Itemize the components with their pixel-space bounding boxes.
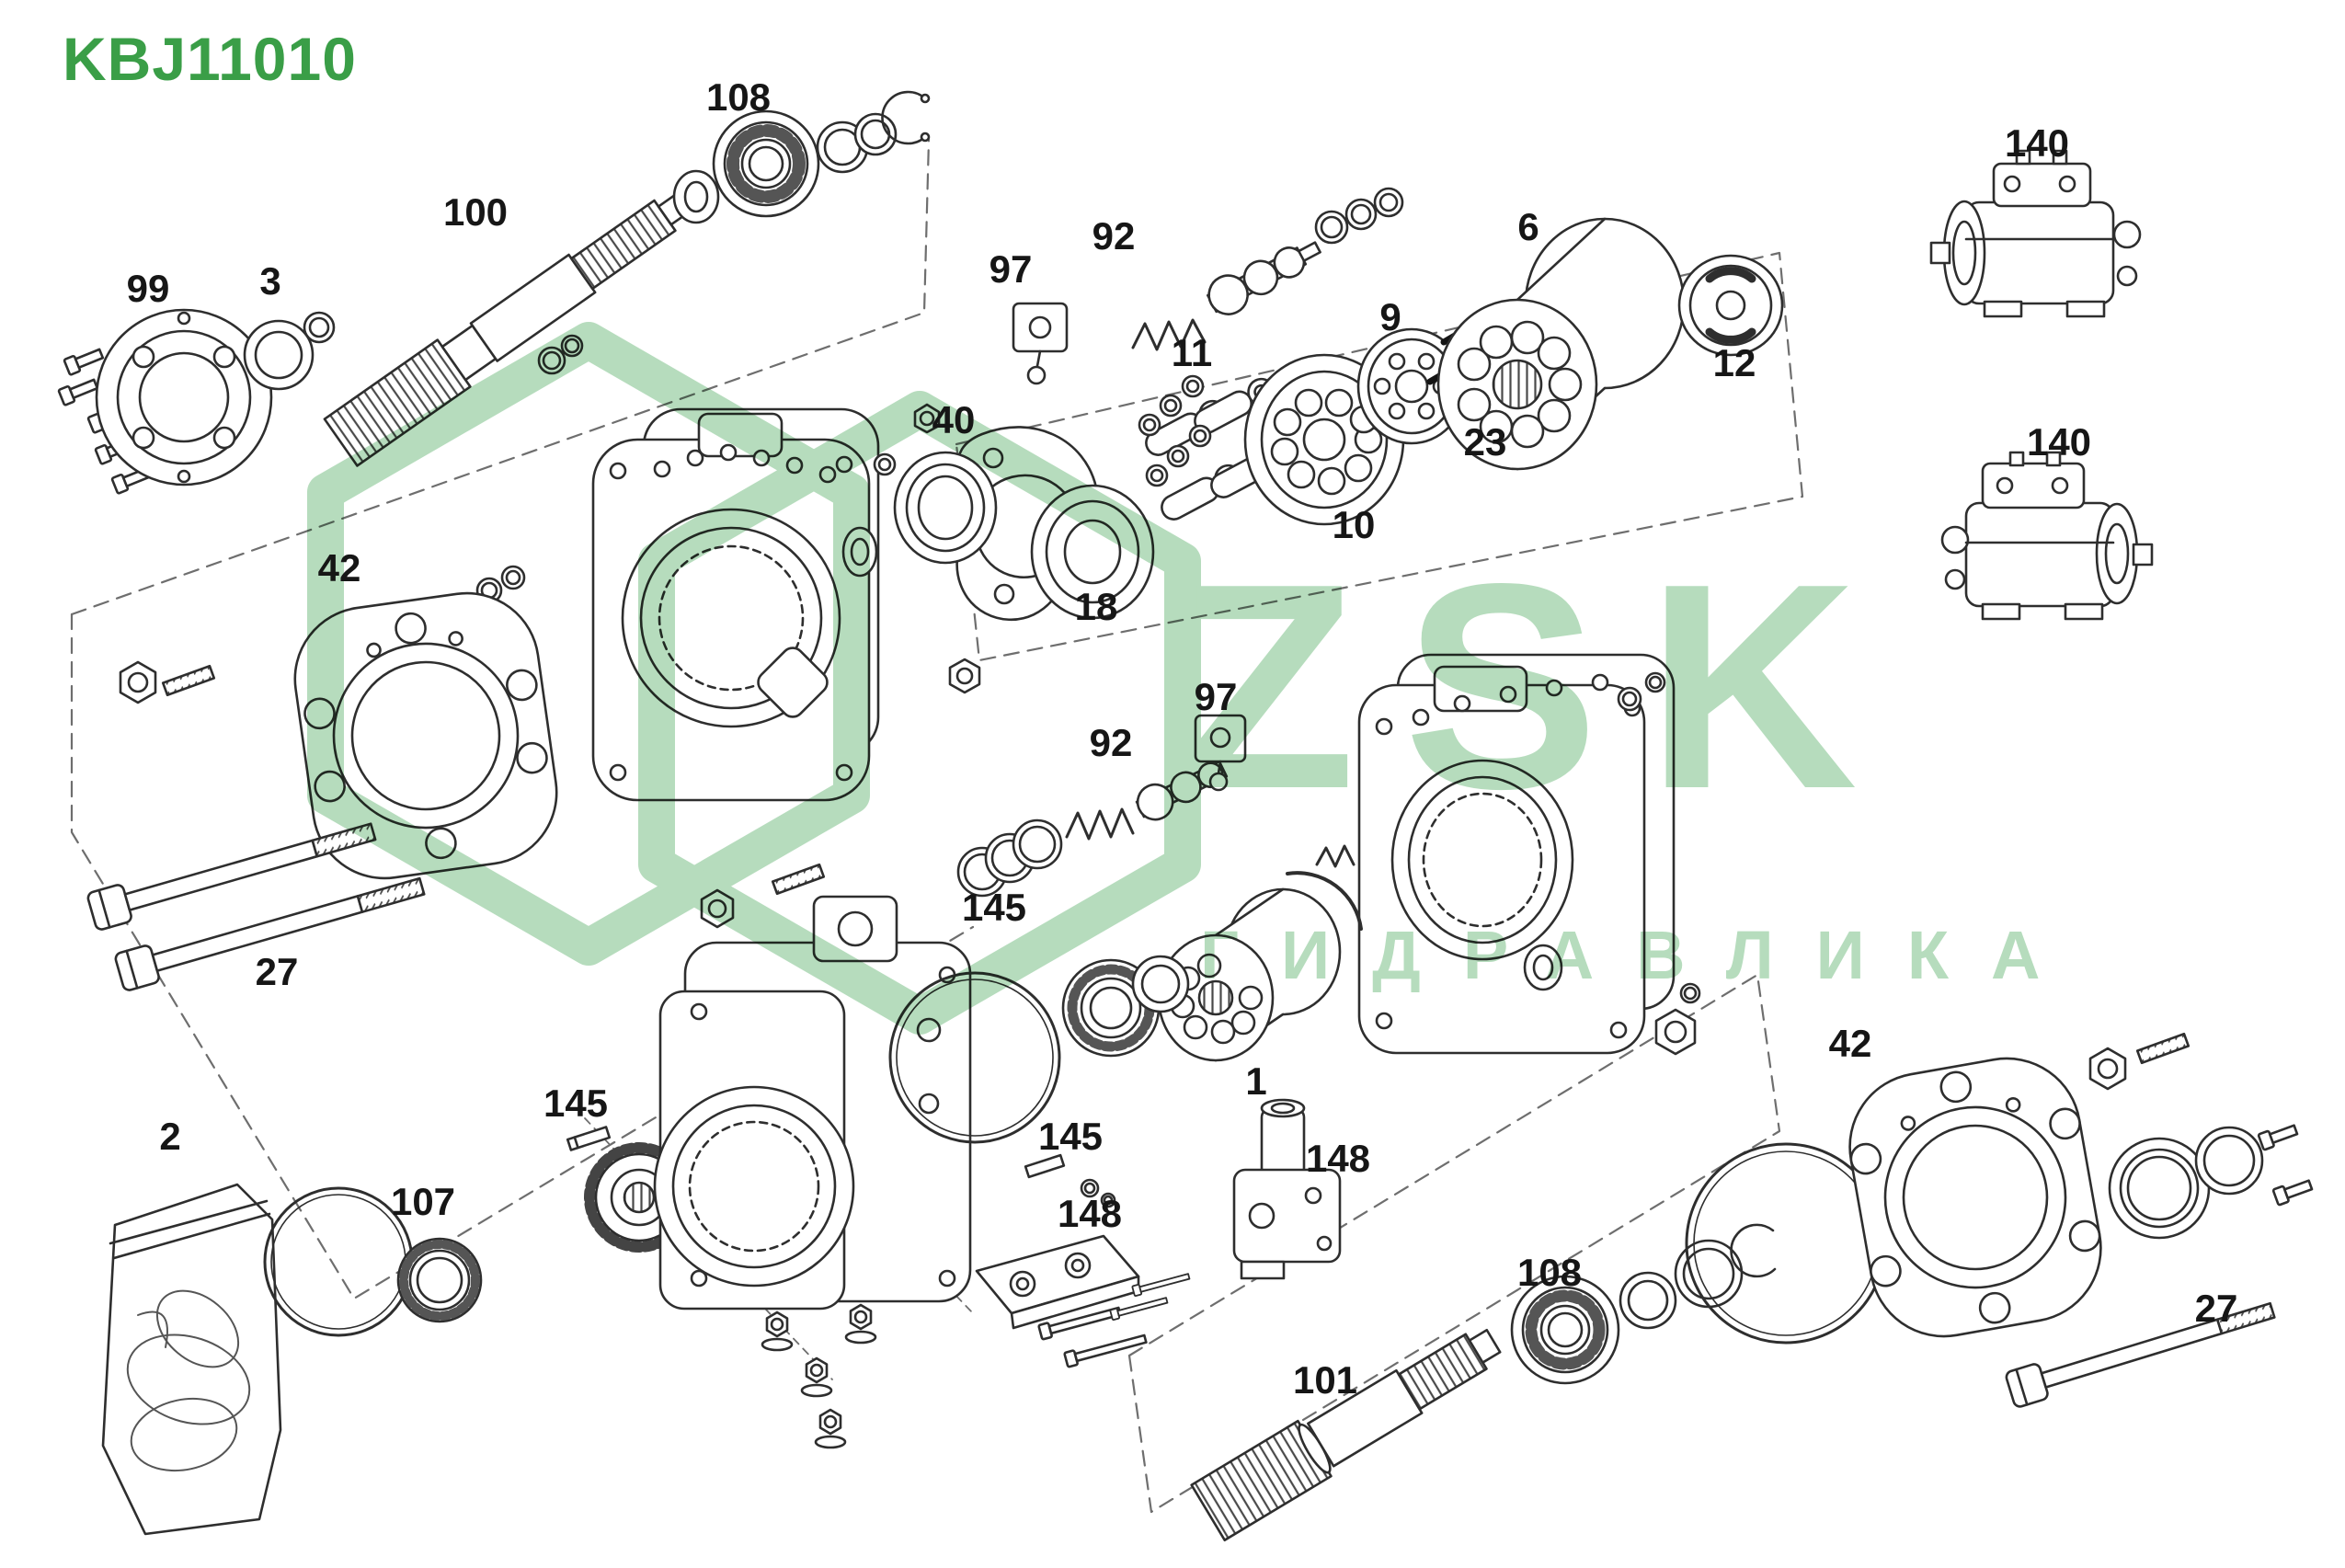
stud-right (2135, 1032, 2191, 1065)
shoe-plate-rings (893, 451, 998, 565)
manifold-148-center (975, 1234, 1192, 1368)
cylinder-block-6 (1436, 217, 1686, 471)
hex-nut-center (700, 888, 735, 929)
bearing-108-top (712, 109, 820, 218)
servo-spring-92-bottom (1065, 807, 1135, 841)
sleeve-rings-145 (956, 818, 1063, 898)
shaft-101 (1190, 1328, 1502, 1542)
pump-assembly-140-bottom (1940, 451, 2154, 621)
bolts-27-left (86, 822, 426, 991)
hex-nut-right (2088, 1047, 2127, 1091)
spacer-rings-top (816, 112, 898, 174)
snap-ring-top (881, 90, 931, 145)
valve-plate-12 (1677, 254, 1784, 357)
spacer-plate-9 (1356, 327, 1467, 445)
valve-97-bottom (1194, 714, 1247, 792)
stud-left (161, 664, 216, 697)
retainer-plate-18 (1030, 484, 1155, 620)
hex-nut-left (119, 660, 157, 704)
washer-top (672, 169, 720, 224)
flange-42-right (1848, 1057, 2102, 1338)
small-washers (537, 334, 584, 375)
bearing-108-bottom (1510, 1275, 1620, 1385)
seal-kit-bag-2 (101, 1183, 282, 1536)
stud-center (771, 863, 826, 896)
bolt-27-right (2005, 1301, 2276, 1408)
front-flange-99 (95, 308, 273, 486)
rotary-group-1 (1061, 844, 1363, 1062)
pump-assembly-140-top (1929, 149, 2142, 318)
oring-large-left (263, 1186, 414, 1337)
drive-shaft-100 (323, 191, 692, 467)
needle-bearing-107 (396, 1237, 483, 1323)
seal-ring-3 (243, 311, 336, 391)
pin-145-left (566, 1126, 612, 1151)
shaft-seals-right (2108, 1120, 2315, 1240)
rear-housing (1357, 653, 1701, 1056)
servo-spring-92-top (1131, 318, 1207, 351)
orings-92-top (1314, 187, 1404, 245)
end-cover-housing (653, 895, 972, 1310)
control-valve-148-right (1232, 1098, 1342, 1280)
servo-spool-92-top (1207, 241, 1321, 315)
drawing-number-title: KBJ11010 (63, 25, 357, 93)
pin-145-right (1024, 1153, 1116, 1208)
valve-97-top (1012, 302, 1069, 385)
bottom-plugs (761, 1303, 877, 1449)
seal-rings-bottom (1619, 1223, 1777, 1330)
